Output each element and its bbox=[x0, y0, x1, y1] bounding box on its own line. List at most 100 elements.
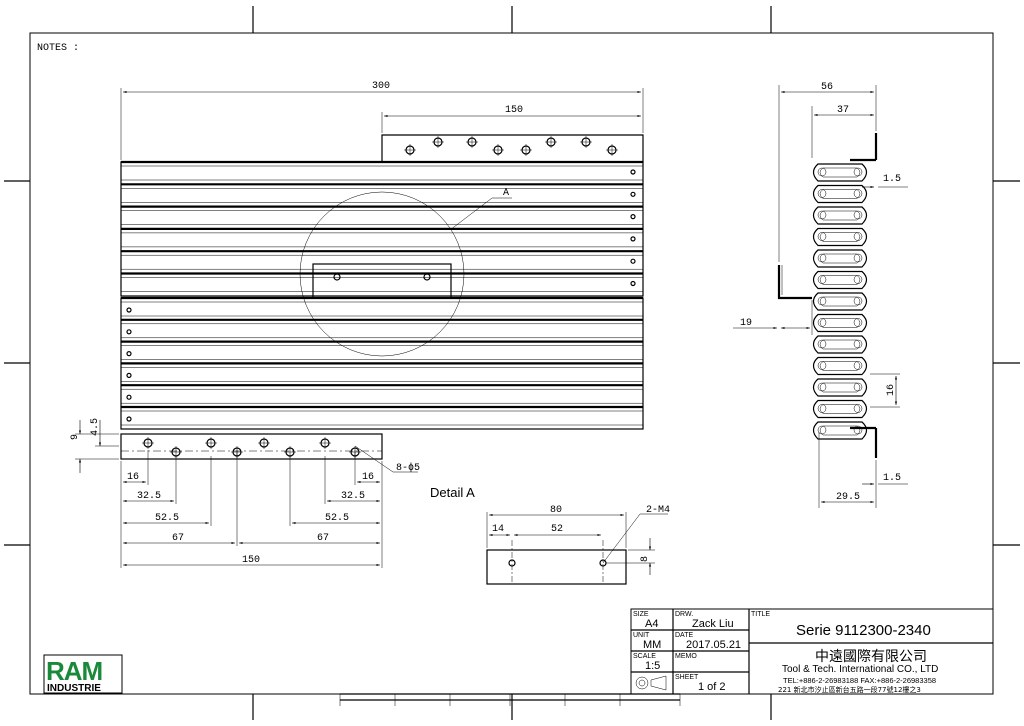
link-pin-left bbox=[817, 318, 827, 327]
upper-slat-hole bbox=[630, 258, 636, 264]
link-pin-left bbox=[817, 361, 827, 370]
link-outer bbox=[812, 292, 868, 311]
link-pin-right bbox=[853, 210, 863, 220]
side-dim-1-5-top: 1.5 bbox=[883, 174, 901, 185]
detail-bracket bbox=[486, 549, 627, 585]
sheet-value: 1 of 2 bbox=[698, 681, 726, 693]
dim-67-left: 67 bbox=[172, 533, 184, 544]
link-pin-right bbox=[853, 382, 863, 392]
sheet-label: SHEET bbox=[675, 674, 699, 681]
link-inner bbox=[819, 318, 861, 328]
dim-150-bottom: 150 bbox=[242, 555, 260, 566]
link-inner bbox=[819, 296, 861, 307]
size-label: SIZE bbox=[633, 611, 649, 618]
link-outer bbox=[812, 378, 868, 397]
detail-dim-14: 14 bbox=[492, 524, 504, 535]
link-pin-left bbox=[817, 189, 827, 198]
side-dim-37: 37 bbox=[837, 105, 849, 116]
dim-holes-8: 8-ϕ5 bbox=[396, 462, 420, 474]
drawing-title: Serie 9112300-2340 bbox=[796, 622, 931, 639]
size-value: A4 bbox=[645, 618, 658, 630]
upper-slat-hole bbox=[630, 236, 636, 242]
link-outer bbox=[812, 270, 868, 290]
link-outer bbox=[812, 184, 868, 204]
dim-16-left: 16 bbox=[127, 472, 139, 483]
link-pin-left bbox=[817, 404, 827, 413]
drawn-by-value: Zack Liu bbox=[692, 618, 734, 630]
top-flange-holes bbox=[404, 136, 618, 156]
link-pin-left bbox=[817, 167, 827, 177]
link-pin-right bbox=[853, 232, 863, 241]
link-inner bbox=[819, 167, 861, 178]
link-pin-right bbox=[853, 425, 863, 435]
upper-slat-hole bbox=[630, 214, 636, 220]
link-pin-left bbox=[817, 296, 827, 306]
logo-sub: INDUSTRIE bbox=[47, 683, 101, 694]
dim-67-right: 67 bbox=[317, 533, 329, 544]
link-pin-right bbox=[853, 361, 863, 370]
dim-150-top: 150 bbox=[505, 105, 523, 116]
company-cn: 中遠國際有限公司 bbox=[815, 649, 927, 665]
dim-32-5-left: 32.5 bbox=[137, 491, 161, 502]
link-inner bbox=[819, 425, 861, 436]
detail-dim-holes: 2-M4 bbox=[646, 505, 670, 516]
link-outer bbox=[812, 227, 868, 247]
detail-dim-80: 80 bbox=[550, 505, 562, 516]
link-pin-left bbox=[817, 253, 827, 263]
logo-brand: RAM bbox=[46, 656, 102, 686]
link-pin-right bbox=[853, 189, 863, 198]
link-pin-left bbox=[817, 382, 827, 392]
detail-callout: A bbox=[503, 188, 509, 199]
link-inner bbox=[819, 232, 861, 242]
side-dim-16: 16 bbox=[886, 384, 897, 396]
upper-slat-hole bbox=[630, 169, 636, 175]
link-outer bbox=[812, 335, 868, 354]
lower-slat-hole bbox=[126, 372, 132, 378]
link-pin-left bbox=[817, 275, 827, 284]
link-outer bbox=[812, 421, 868, 440]
link-inner bbox=[819, 275, 861, 285]
chain-links bbox=[812, 163, 868, 440]
drw-label: DRW. bbox=[675, 611, 693, 618]
bottom-flange-holes bbox=[142, 437, 361, 458]
lower-slat-hole bbox=[126, 394, 132, 400]
link-pin-right bbox=[853, 318, 863, 327]
link-outer bbox=[812, 313, 868, 333]
lower-slat-hole bbox=[126, 307, 132, 313]
link-outer bbox=[812, 399, 868, 419]
link-pin-left bbox=[817, 232, 827, 241]
dim-4-5: 4.5 bbox=[90, 418, 101, 436]
link-pin-right bbox=[853, 296, 863, 306]
link-outer bbox=[812, 163, 868, 182]
detail-dim-8: 8 bbox=[640, 556, 651, 562]
link-inner bbox=[819, 361, 861, 371]
link-outer bbox=[812, 206, 868, 225]
dim-52-5-right: 52.5 bbox=[325, 513, 349, 524]
scale-value: 1:5 bbox=[645, 660, 660, 672]
link-inner bbox=[819, 339, 861, 350]
detail-label: Detail A bbox=[430, 485, 475, 500]
company-en: Tool & Tech. International CO., LTD bbox=[782, 664, 938, 675]
upper-slat-hole bbox=[630, 280, 636, 287]
memo-label: MEMO bbox=[675, 653, 697, 660]
dim-32-5-right: 32.5 bbox=[341, 491, 365, 502]
bottom-flange bbox=[120, 433, 383, 460]
link-pin-left bbox=[817, 339, 827, 349]
link-pin-right bbox=[853, 167, 863, 177]
side-view: 56 37 1.5 19 16 1.5 29.5 bbox=[733, 82, 908, 508]
link-outer bbox=[812, 356, 868, 376]
ram-logo: RAM INDUSTRIE bbox=[43, 654, 123, 694]
dim-300: 300 bbox=[372, 81, 390, 92]
date-value: 2017.05.21 bbox=[686, 639, 741, 651]
link-pin-right bbox=[853, 275, 863, 284]
detail-dim-52: 52 bbox=[551, 524, 563, 535]
link-inner bbox=[819, 253, 861, 264]
date-label: DATE bbox=[675, 632, 693, 639]
company-address: 221 新北市汐止區新台五路一段77號12樓之3 bbox=[778, 685, 921, 694]
link-inner bbox=[819, 210, 861, 221]
link-pin-left bbox=[817, 210, 827, 220]
unit-label: UNIT bbox=[633, 632, 650, 639]
unit-value: MM bbox=[643, 639, 661, 651]
link-pin-right bbox=[853, 404, 863, 413]
bracket-hole-right bbox=[423, 273, 431, 281]
